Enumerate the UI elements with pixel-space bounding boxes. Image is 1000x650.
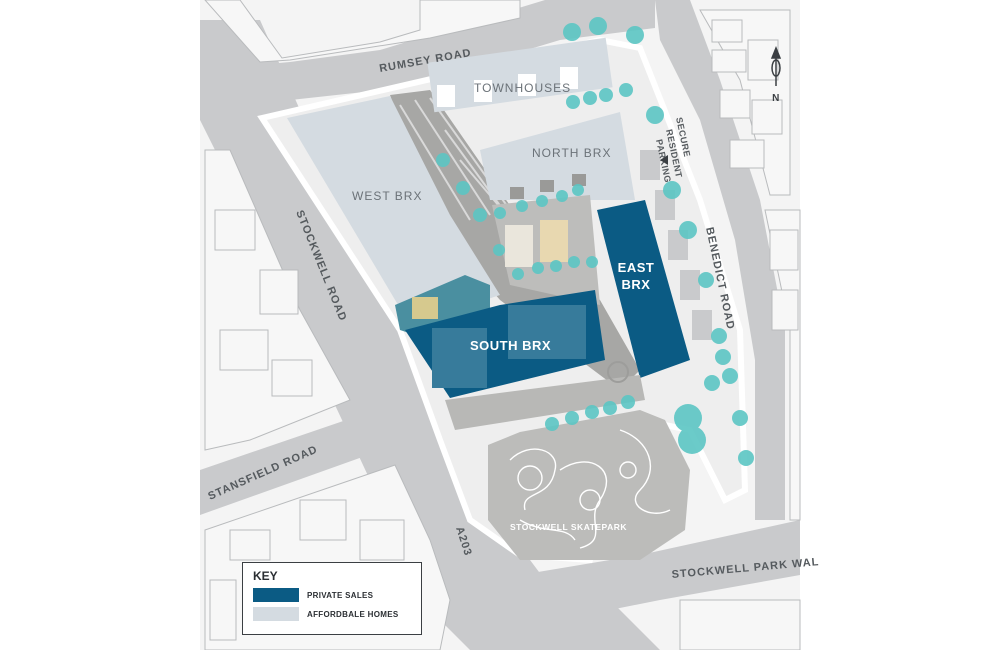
city-blocks	[204, 0, 801, 650]
east-brx-building	[597, 200, 690, 378]
townhouse-units	[437, 67, 578, 107]
north-brx-building	[480, 112, 635, 200]
south-brx-courtyard-right	[508, 305, 586, 359]
skatepark-label: STOCKWELL SKATEPARK	[510, 522, 627, 532]
west-brx-label: WEST BRX	[352, 189, 422, 203]
skatepark-lines	[509, 429, 671, 549]
plaza-feature	[607, 361, 629, 383]
affordable-homes-label: AFFORDBALE HOMES	[307, 609, 399, 619]
north-brx-label: NORTH BRX	[532, 146, 611, 160]
pool-deck	[412, 297, 438, 319]
townhouses-label: TOWNHOUSES	[474, 81, 571, 95]
affordable-homes-swatch	[253, 607, 299, 621]
parking-arrow-icon	[660, 155, 668, 165]
southern-plaza	[445, 375, 645, 430]
key-title: KEY	[253, 569, 278, 583]
south-brx-label: SOUTH BRX	[470, 338, 551, 353]
compass-icon	[770, 45, 782, 86]
east-brx-label-2: BRX	[622, 277, 651, 292]
stockwell-park-walk	[520, 520, 800, 620]
key-item-private: PRIVATE SALES	[253, 588, 411, 602]
south-brx-courtyard-left	[432, 328, 487, 388]
skatepark-area	[488, 410, 690, 560]
north-brx-balconies	[510, 174, 586, 199]
courtyard-bed-left	[505, 225, 533, 267]
courtyard-bed-right	[540, 220, 568, 262]
compass-label: N	[772, 93, 780, 104]
rumsey-road	[200, 0, 655, 110]
junction	[540, 600, 660, 650]
private-sales-label: PRIVATE SALES	[307, 590, 374, 600]
east-brx-label-1: EAST	[618, 260, 655, 275]
trees	[436, 17, 754, 466]
private-sales-swatch	[253, 588, 299, 602]
stansfield-road	[200, 405, 410, 515]
west-brx-building	[287, 96, 500, 325]
key-item-affordable: AFFORDBALE HOMES	[253, 607, 411, 621]
map-key: KEY PRIVATE SALES AFFORDBALE HOMES	[242, 562, 422, 635]
